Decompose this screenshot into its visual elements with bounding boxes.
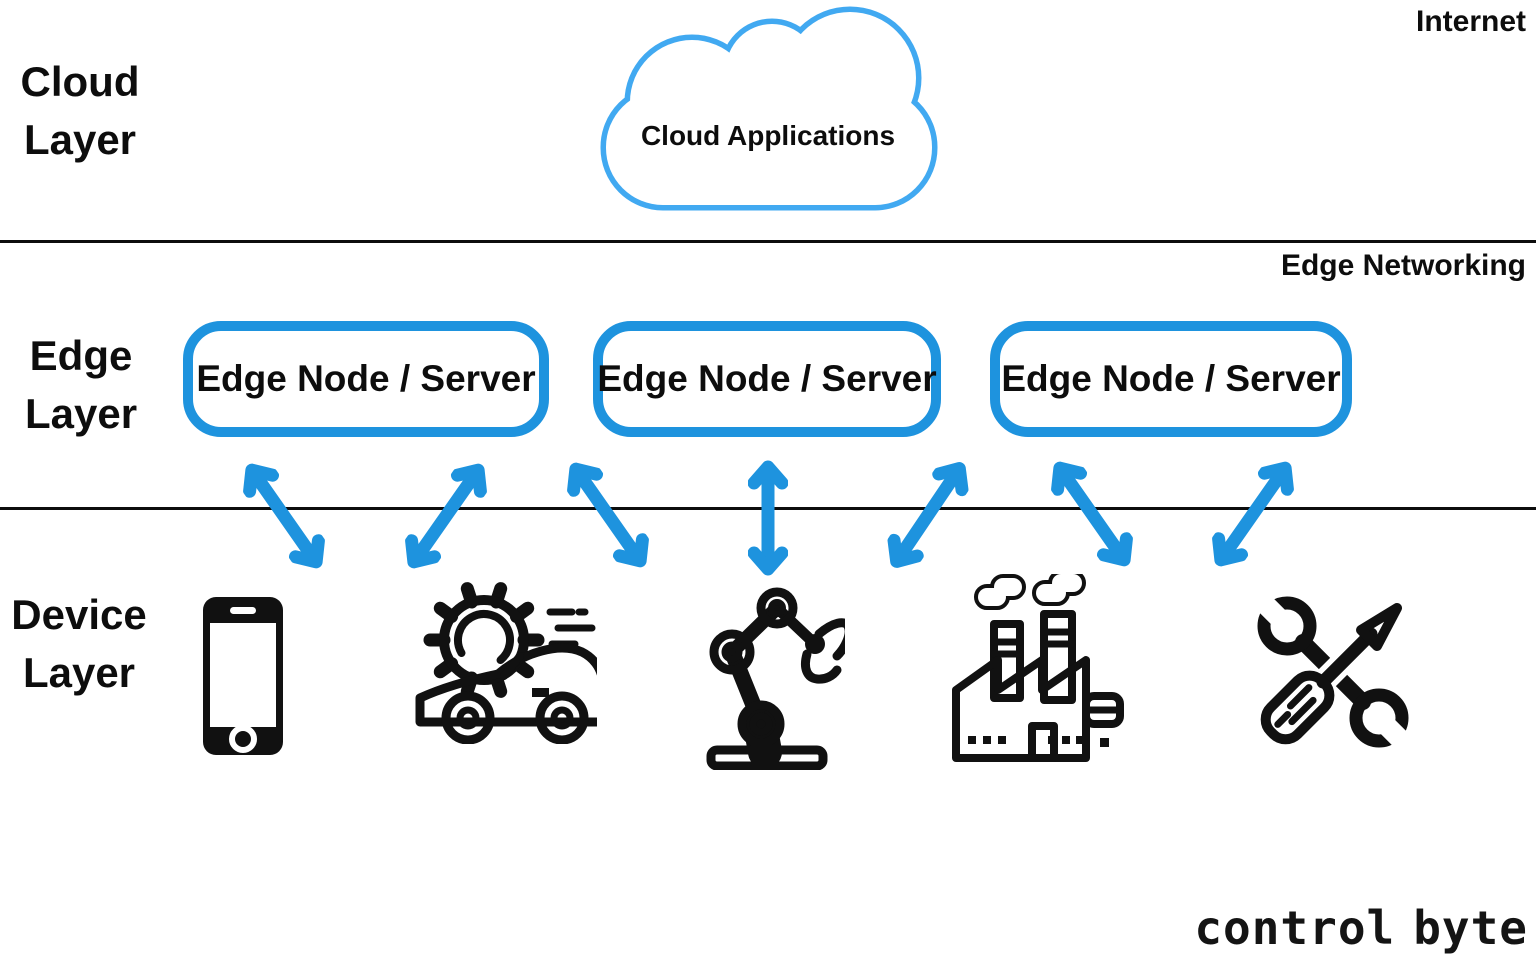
edge-node-2: Edge Node / Server — [593, 321, 941, 437]
edge-networking-label: Edge Networking — [1280, 249, 1526, 282]
arrow-node2-factory — [876, 451, 981, 579]
logo-byte-text: byte — [1413, 901, 1528, 955]
cloud-shape: Cloud Applications — [600, 6, 938, 211]
arrow-node2-car — [555, 451, 661, 579]
arrow-node3-factory — [1039, 450, 1145, 578]
internet-label: Internet — [1415, 5, 1526, 38]
device-layer-line1: Device — [11, 591, 147, 638]
edge-node-2-label: Edge Node / Server — [597, 358, 937, 399]
factory-icon — [952, 574, 1124, 762]
edge-layer-line1: Edge — [29, 332, 133, 379]
cloud-layer-label: Cloud Layer — [20, 53, 140, 169]
edge-node-3-label: Edge Node / Server — [1001, 358, 1341, 399]
robot-arm-icon — [706, 587, 845, 770]
cloud-applications-label: Cloud Applications — [641, 120, 895, 151]
device-layer-label: Device Layer — [8, 586, 150, 702]
cloud-layer-line1: Cloud — [20, 58, 140, 105]
edge-node-1-label: Edge Node / Server — [196, 358, 536, 399]
connected-car-icon — [415, 582, 597, 744]
arrow-node2-robot — [748, 459, 788, 577]
device-layer-line2: Layer — [22, 649, 136, 696]
arrow-node3-tools — [1200, 450, 1306, 578]
cloud-layer-line2: Layer — [23, 116, 137, 163]
controlbyte-logo: control byte — [1194, 901, 1528, 955]
edge-node-1: Edge Node / Server — [183, 321, 549, 437]
edge-layer-label: Edge Layer — [25, 327, 137, 443]
smartphone-icon — [203, 597, 283, 755]
edge-node-3: Edge Node / Server — [990, 321, 1352, 437]
edge-layer-line2: Layer — [25, 390, 138, 437]
arrow-node1-car — [393, 452, 499, 580]
cloud-edge-divider — [0, 240, 1536, 243]
logo-control-text: control — [1194, 901, 1396, 955]
maintenance-tools-icon — [1247, 586, 1419, 758]
arrow-node1-phone — [231, 452, 337, 580]
